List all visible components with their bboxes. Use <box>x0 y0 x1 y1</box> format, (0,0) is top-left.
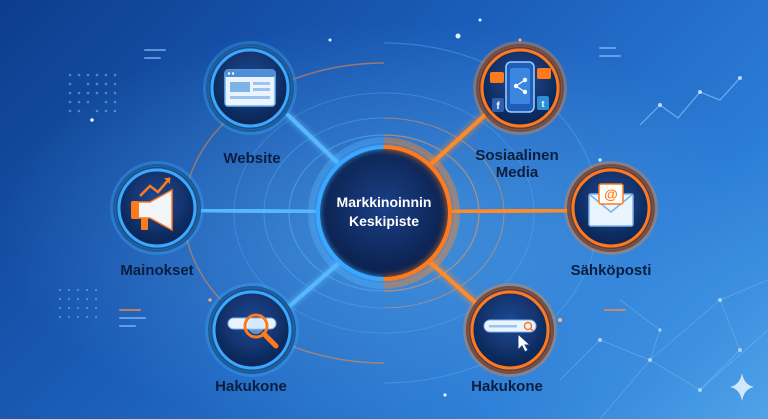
grid-dot <box>96 74 99 77</box>
grid-dot <box>86 298 88 300</box>
grid-dot <box>105 110 108 113</box>
grid-dot <box>77 307 79 309</box>
node-ads-label: Mainokset <box>120 262 193 279</box>
grid-dot <box>114 74 117 77</box>
grid-dot <box>87 83 90 86</box>
grid-dot <box>59 289 61 291</box>
grid-dot <box>69 110 72 113</box>
grid-dot <box>87 74 90 77</box>
grid-dot <box>114 101 117 104</box>
node-email-label: Sähköposti <box>571 262 652 279</box>
grid-dot <box>95 307 97 309</box>
grid-dot <box>77 289 79 291</box>
svg-text:@: @ <box>604 186 618 202</box>
grid-dot <box>86 316 88 318</box>
node-search-right-label: Hakukone <box>471 378 543 395</box>
grid-dot <box>68 298 70 300</box>
node-social-label-line1: Sosiaalinen <box>475 147 558 164</box>
grid-dot <box>96 110 99 113</box>
grid-dot <box>114 110 117 113</box>
connector-email <box>450 210 572 212</box>
grid-dot <box>105 92 108 95</box>
grid-dot <box>59 307 61 309</box>
grid-dot <box>96 92 99 95</box>
grid-dot <box>59 298 61 300</box>
grid-dot <box>114 92 117 95</box>
connector-ads <box>198 210 318 212</box>
grid-dot <box>105 74 108 77</box>
grid-dot <box>78 74 81 77</box>
grid-dot <box>95 298 97 300</box>
center-title-line1: Markkinoinnin <box>337 194 432 210</box>
browser-window-icon <box>225 70 275 106</box>
grid-dot <box>114 83 117 86</box>
node-search-left-label: Hakukone <box>215 378 287 395</box>
grid-dot <box>95 289 97 291</box>
grid-dot <box>87 92 90 95</box>
grid-dot <box>68 316 70 318</box>
grid-dot <box>69 101 72 104</box>
node-email[interactable]: @ Sähköposti <box>567 164 655 279</box>
grid-dot <box>86 307 88 309</box>
grid-dot <box>77 316 79 318</box>
grid-dot <box>78 101 81 104</box>
grid-dot <box>78 110 81 113</box>
grid-dot <box>69 74 72 77</box>
grid-dot <box>96 83 99 86</box>
node-social-label-line2: Media <box>496 164 539 181</box>
grid-dot <box>95 316 97 318</box>
svg-text:t: t <box>542 99 545 109</box>
node-ads[interactable]: Mainokset <box>113 164 201 279</box>
node-website-label: Website <box>223 150 280 167</box>
grid-dot <box>87 101 90 104</box>
grid-dot <box>105 101 108 104</box>
grid-dot <box>86 289 88 291</box>
grid-dot <box>68 307 70 309</box>
node-social-media[interactable]: f t Sosiaalinen Media <box>475 44 564 181</box>
node-search-right[interactable]: Hakukone <box>466 286 554 395</box>
grid-dot <box>69 83 72 86</box>
node-search-left[interactable]: Hakukone <box>208 286 296 395</box>
grid-dot <box>77 298 79 300</box>
center-title-line2: Keskipiste <box>349 213 419 229</box>
grid-dot <box>59 316 61 318</box>
grid-dot <box>68 289 70 291</box>
grid-dot <box>78 92 81 95</box>
grid-dot <box>105 83 108 86</box>
grid-dot <box>69 92 72 95</box>
center-hub: Markkinoinnin Keskipiste <box>311 140 457 286</box>
